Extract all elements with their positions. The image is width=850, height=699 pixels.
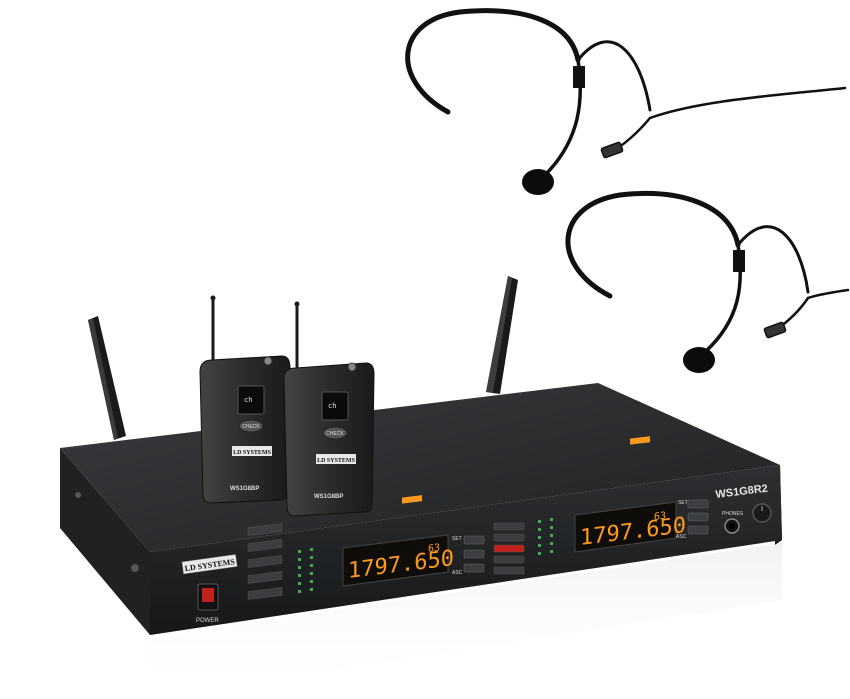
ch1-up-button[interactable] <box>463 549 485 559</box>
center-button-2[interactable] <box>493 533 525 542</box>
channel1-asc-label: ASC <box>452 570 463 576</box>
headphone-volume-knob[interactable] <box>752 503 772 523</box>
ch1-menu-button-1[interactable] <box>247 523 283 536</box>
transmitter2-model: WS1G8BP <box>314 494 343 500</box>
transmitter1-brand: LD SYSTEMS <box>233 450 272 456</box>
receiver-antenna-right <box>486 276 518 394</box>
bodypack-transmitter-1: ch CHECK LD SYSTEMS WS1G8BP <box>199 295 291 504</box>
channel2-asc-label: ASC <box>676 534 687 540</box>
phones-label: PHONES <box>722 511 744 517</box>
channel1-display: 1797.650 63 <box>342 495 454 587</box>
channel2-level-meter <box>538 518 553 555</box>
transmitter2-check-button[interactable]: CHECK <box>322 426 348 440</box>
channel1-group: 63 <box>428 543 440 555</box>
headset-microphone-top <box>405 8 847 195</box>
power-switch[interactable] <box>197 583 219 611</box>
transmitter1-check-button[interactable]: CHECK <box>238 419 264 433</box>
receiver-unit: LD SYSTEMS POWER 17 <box>60 383 782 699</box>
channel2-group: 63 <box>654 511 666 523</box>
ch1-menu-button-3[interactable] <box>247 555 283 568</box>
ch1-menu-button-4[interactable] <box>247 571 283 584</box>
channel2-set-label: SET <box>678 500 688 506</box>
power-label: POWER <box>196 618 219 624</box>
center-button-3[interactable] <box>493 555 525 564</box>
ch1-down-button[interactable] <box>463 563 485 573</box>
headset-microphone-bottom <box>565 190 850 373</box>
channel2-set-buttons: SET ASC <box>676 499 709 540</box>
transmitter1-check-label: CHECK <box>242 424 260 430</box>
center-button-1[interactable] <box>493 522 525 531</box>
headphone-jack[interactable] <box>724 518 740 534</box>
transmitter1-display: ch <box>244 396 252 404</box>
ch1-set-button[interactable] <box>463 535 485 545</box>
transmitter1-model: WS1G8BP <box>230 486 259 492</box>
receiver-antenna-left <box>88 316 126 440</box>
ch1-menu-button-2[interactable] <box>247 539 283 552</box>
channel1-set-buttons: SET ASC <box>452 535 485 576</box>
ch2-down-button[interactable] <box>687 525 709 535</box>
transmitter2-brand: LD SYSTEMS <box>317 458 356 464</box>
center-button-sync[interactable] <box>493 544 525 553</box>
channel1-menu-buttons <box>247 523 283 600</box>
channel1-level-meter <box>298 548 313 593</box>
ch2-up-button[interactable] <box>687 512 709 522</box>
bodypack-transmitter-2: ch CHECK LD SYSTEMS WS1G8BP <box>283 301 375 517</box>
transmitter2-check-label: CHECK <box>326 431 344 437</box>
transmitter2-display: ch <box>328 402 336 410</box>
channel1-set-label: SET <box>452 536 462 542</box>
center-button-4[interactable] <box>493 566 525 575</box>
center-control-buttons <box>493 522 525 575</box>
ch2-set-button[interactable] <box>687 499 709 509</box>
ch1-menu-button-5[interactable] <box>247 587 283 600</box>
